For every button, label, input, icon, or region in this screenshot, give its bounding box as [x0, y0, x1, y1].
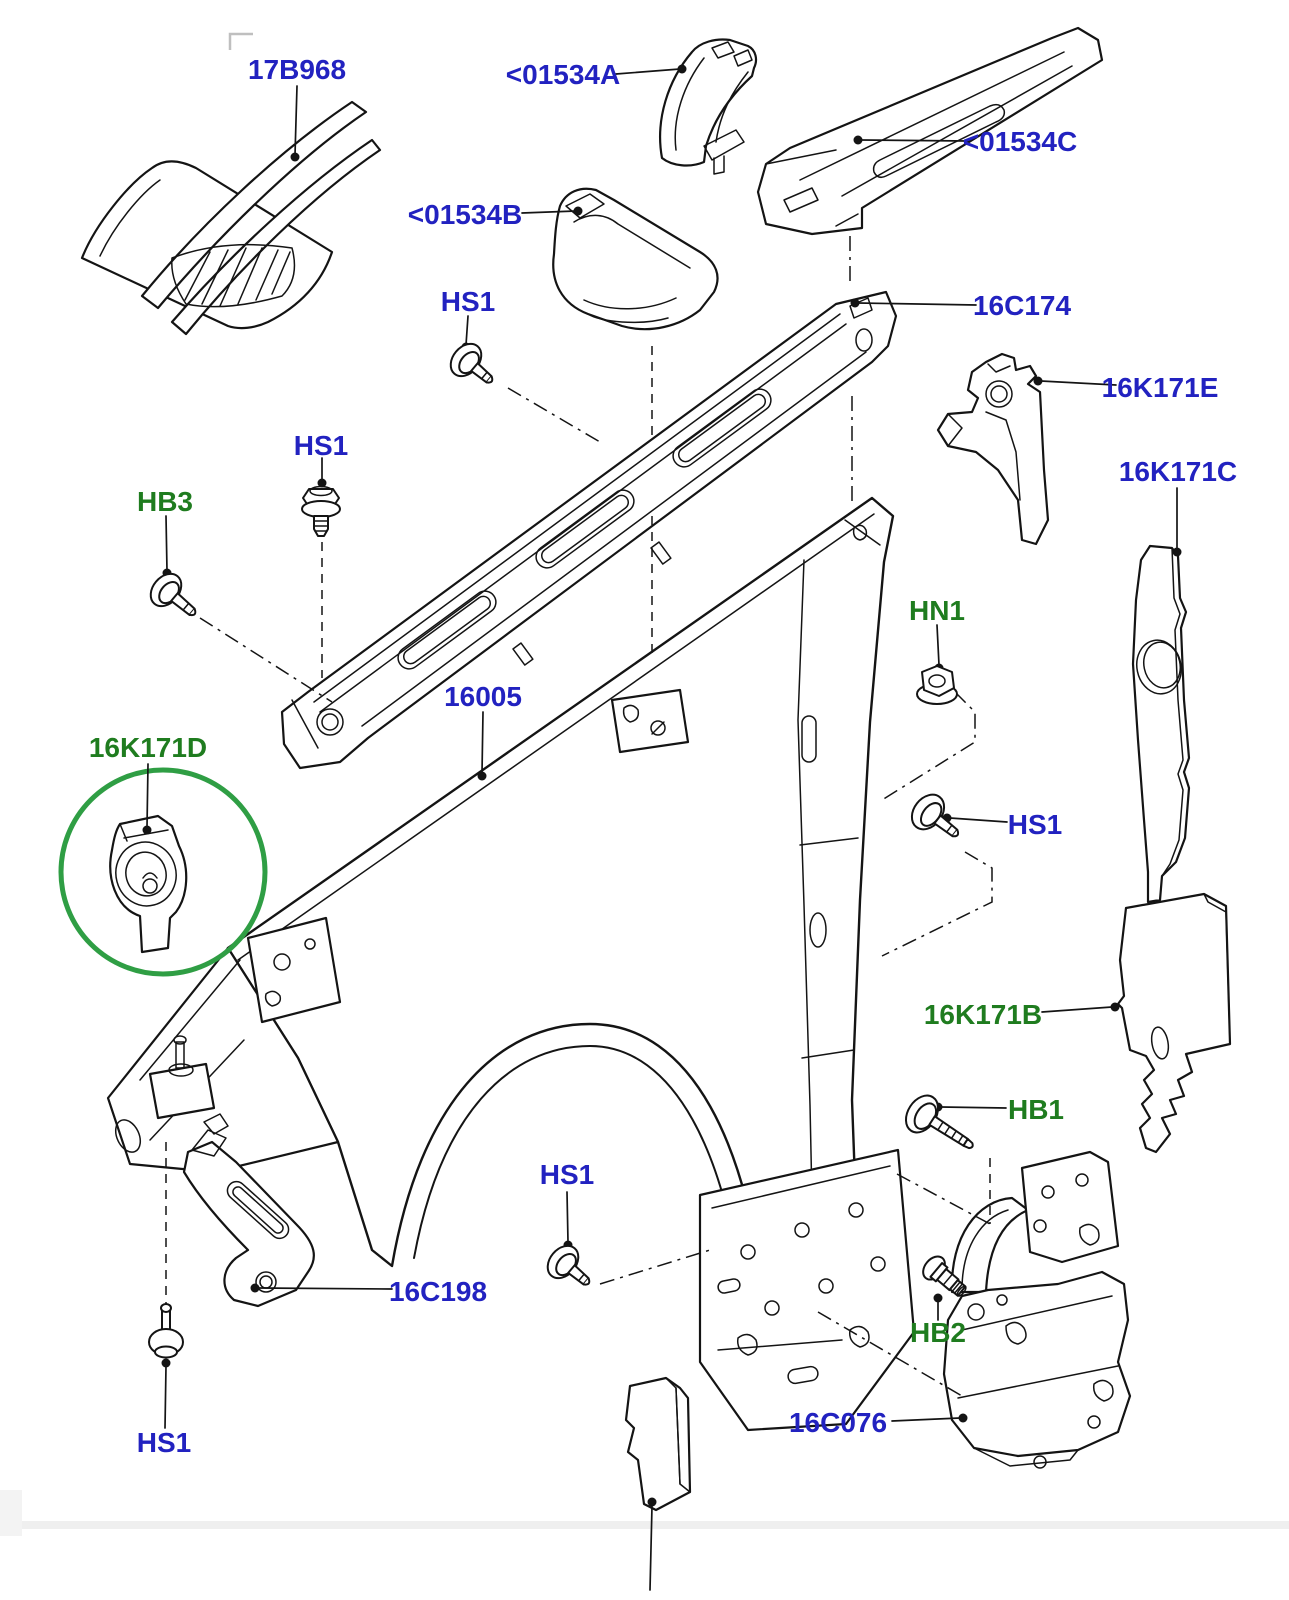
hs1-hex-flange-screw-icon[interactable]: [301, 485, 341, 537]
hb1-long-flange-bolt-icon[interactable]: [899, 1090, 983, 1164]
part-label-HS1-5[interactable]: HS1: [136, 1427, 192, 1458]
part-drawing-17B968[interactable]: [80, 100, 382, 336]
hs1-push-pin-screw-icon[interactable]: [148, 1303, 184, 1359]
part-label-HB1[interactable]: HB1: [1007, 1094, 1065, 1125]
part-drawing-01534A[interactable]: [659, 38, 758, 175]
hb3-flange-bolt-icon[interactable]: [144, 568, 206, 628]
hb2-plastic-rivet-icon[interactable]: [919, 1252, 972, 1302]
part-drawing-16K171D[interactable]: [109, 814, 188, 954]
part-label-01534C[interactable]: <01534C: [962, 126, 1078, 157]
part-label-17B968[interactable]: 17B968: [247, 54, 347, 85]
part-drawing-foam-pad[interactable]: [624, 1376, 692, 1512]
hn1-flange-nut-icon[interactable]: [916, 665, 958, 705]
part-label-HS1-1[interactable]: HS1: [440, 286, 496, 317]
part-label-HB2[interactable]: HB2: [909, 1317, 967, 1348]
part-label-16K171B[interactable]: 16K171B: [923, 999, 1043, 1030]
part-label-16C076[interactable]: 16C076: [788, 1407, 888, 1438]
part-label-16K171E[interactable]: 16K171E: [1101, 372, 1219, 403]
part-label-HS1-2[interactable]: HS1: [293, 430, 349, 461]
part-label-16K171D[interactable]: 16K171D: [88, 732, 208, 763]
part-label-16K171C[interactable]: 16K171C: [1118, 456, 1238, 487]
part-drawing-16C198[interactable]: [182, 1113, 315, 1308]
part-drawing-01534C[interactable]: [756, 26, 1104, 236]
part-drawing-16K171E[interactable]: [936, 352, 1050, 546]
part-drawing-16005[interactable]: [106, 496, 916, 1432]
part-drawing-16K171B[interactable]: [1116, 892, 1232, 1154]
part-label-HB3[interactable]: HB3: [136, 486, 194, 517]
hs1-push-pin-screw-icon[interactable]: [905, 788, 969, 850]
part-label-HN1[interactable]: HN1: [908, 595, 966, 626]
hs1-push-pin-screw-icon[interactable]: [541, 1240, 600, 1297]
part-drawing-01534B[interactable]: [552, 187, 719, 331]
part-label-16C198[interactable]: 16C198: [388, 1276, 488, 1307]
part-drawing-16C174[interactable]: [280, 290, 898, 770]
highlight-circle-16K171D: [58, 767, 268, 977]
part-label-01534B[interactable]: <01534B: [407, 199, 523, 230]
assembly-axis-lines: [165, 236, 993, 1397]
part-drawing-16C076[interactable]: [942, 1150, 1132, 1469]
part-label-16005[interactable]: 16005: [444, 681, 522, 712]
part-label-01534A[interactable]: <01534A: [505, 59, 621, 90]
part-label-16C174[interactable]: 16C174: [972, 290, 1072, 321]
part-drawing-16K171C[interactable]: [1131, 544, 1191, 904]
part-label-HS1-4[interactable]: HS1: [539, 1159, 595, 1190]
part-label-HS1-3[interactable]: HS1: [1007, 809, 1063, 840]
hs1-push-pin-screw-icon[interactable]: [444, 338, 503, 395]
scan-artifacts: [0, 32, 1289, 1536]
vent-grille-hatch: [184, 247, 291, 307]
